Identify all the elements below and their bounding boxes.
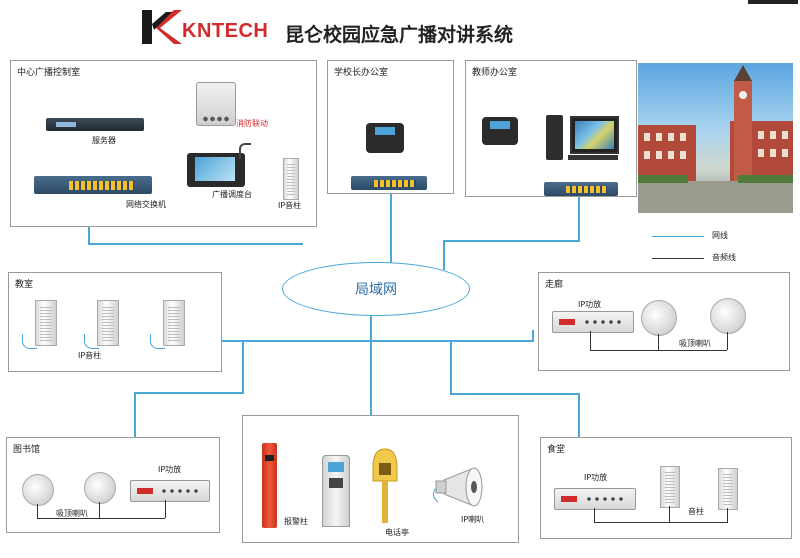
fire-linkage-module-icon: [196, 82, 236, 126]
cable-icon-3: [150, 334, 165, 349]
alarm-pillar-icon: [262, 443, 277, 528]
teacher-office-title: 教师办公室: [472, 65, 517, 78]
ip-horn-icon: [430, 466, 494, 508]
teacher-desk-phone-icon: [482, 117, 518, 145]
library-ceiling-label: 吸顶喇叭: [56, 508, 88, 519]
canteen-amp-label: IP功放: [584, 472, 607, 483]
corner-mark-icon: [748, 0, 798, 4]
corridor-ceiling-label: 吸顶喇叭: [679, 338, 711, 349]
canteen-speaker-label: 音柱: [688, 506, 704, 517]
canteen-speaker-icon-1: [660, 466, 680, 508]
pc-tower-icon: [546, 115, 563, 160]
corridor-title: 走廊: [545, 277, 563, 290]
library-amplifier-icon: [130, 480, 210, 502]
classroom-speaker-icon-1: [35, 300, 57, 346]
classroom-speaker-icon-3: [163, 300, 185, 346]
brand-logo-icon: [140, 8, 182, 46]
ip-speaker-label: IP音柱: [278, 200, 301, 211]
library-ceiling-speaker-icon-2: [84, 472, 116, 504]
page-title: 昆仑校园应急广播对讲系统: [285, 20, 513, 47]
classroom-speaker-icon-2: [97, 300, 119, 346]
ip-horn-label: IP喇叭: [461, 514, 484, 525]
brand-name: KNTECH: [182, 20, 268, 43]
library-ceiling-speaker-icon-1: [22, 474, 54, 506]
teacher-switch-icon: [544, 182, 618, 196]
network-switch-label: 网络交换机: [126, 199, 166, 210]
legend-network-line: [652, 236, 704, 237]
legend-audio-label: 音频线: [712, 252, 736, 263]
corridor-ceiling-speaker-icon-1: [641, 300, 677, 336]
broadcast-console-icon: [187, 153, 245, 187]
canteen-amplifier-icon: [554, 488, 636, 510]
fire-linkage-label: 消防联动: [236, 118, 268, 129]
cable-icon-2: [84, 334, 99, 349]
cable-icon: [22, 334, 37, 349]
alarm-pillar-label: 报警柱: [284, 516, 308, 527]
principal-office-title: 学校长办公室: [334, 65, 388, 78]
principal-switch-icon: [351, 176, 427, 190]
campus-photo: [638, 63, 793, 213]
phone-booth-label: 电话亭: [385, 527, 409, 538]
desk-phone-icon: [366, 123, 404, 153]
center-room-title: 中心广播控制室: [17, 65, 80, 78]
network-switch-icon: [34, 176, 152, 194]
legend-network-label: 网线: [712, 230, 728, 241]
corridor-amp-label: IP功放: [578, 299, 601, 310]
server-label: 服务器: [92, 135, 116, 146]
legend-audio-line: [652, 258, 704, 259]
library-title: 图书馆: [13, 442, 40, 455]
canteen-title: 食堂: [547, 442, 565, 455]
lan-cloud: 局域网: [282, 262, 470, 316]
keyboard-icon: [568, 155, 618, 160]
corridor-amplifier-icon: [552, 311, 634, 333]
broadcast-console-label: 广播调度台: [212, 189, 252, 200]
server-icon: [46, 118, 144, 131]
corridor-ceiling-speaker-icon-2: [710, 298, 746, 334]
ip-column-speaker-icon: [283, 158, 299, 200]
canteen-speaker-icon-2: [718, 468, 738, 510]
lan-label: 局域网: [283, 279, 469, 299]
monitor-icon: [570, 116, 619, 154]
classroom-speaker-label: IP音柱: [78, 350, 101, 361]
help-kiosk-icon: [322, 455, 350, 527]
library-amp-label: IP功放: [158, 464, 181, 475]
classroom-title: 教室: [15, 277, 33, 290]
phone-booth-icon: [370, 447, 400, 525]
